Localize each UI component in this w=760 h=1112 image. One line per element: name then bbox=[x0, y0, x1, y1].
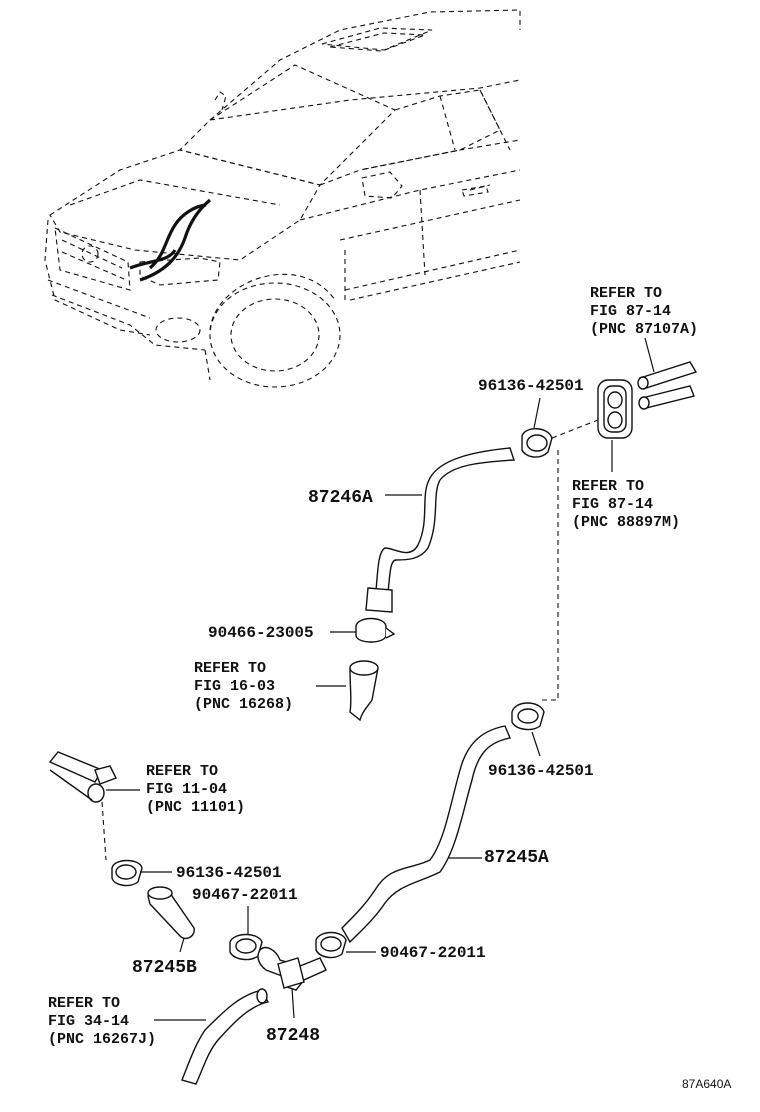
refer-line1: REFER TO bbox=[194, 660, 266, 677]
refer-fig-11-04: REFER TO FIG 11-04 (PNC 11101) bbox=[48, 751, 245, 861]
part-number-label: 87245A bbox=[484, 848, 549, 868]
hose-grommet bbox=[597, 379, 633, 439]
refer-line3: (PNC 87107A) bbox=[590, 321, 698, 338]
refer-line2: FIG 34-14 bbox=[48, 1013, 129, 1030]
refer-line2: FIG 87-14 bbox=[572, 496, 653, 513]
refer-fig-87-14-88897m: REFER TO FIG 87-14 (PNC 88897M) bbox=[572, 440, 680, 531]
clamp-90467-22011-right: 90467-22011 bbox=[315, 931, 486, 962]
clamp-90467-22011-left: 90467-22011 bbox=[192, 886, 298, 961]
clamp-90466-23005: 90466-23005 bbox=[208, 617, 396, 643]
refer-line2: FIG 11-04 bbox=[146, 781, 227, 798]
refer-line3: (PNC 16268) bbox=[194, 696, 293, 713]
hose-87245b: 87245B bbox=[132, 886, 197, 978]
part-number-label: 87245B bbox=[132, 958, 197, 978]
refer-line3: (PNC 11101) bbox=[146, 799, 245, 816]
connector-87248: 87248 bbox=[257, 946, 327, 1046]
refer-line1: REFER TO bbox=[590, 285, 662, 302]
part-number-label: 90466-23005 bbox=[208, 624, 314, 642]
refer-line1: REFER TO bbox=[572, 478, 644, 495]
clip-96136-42501-middle: 96136-42501 bbox=[488, 702, 594, 780]
hose-87246a: 87246A bbox=[308, 447, 515, 613]
vehicle-outline bbox=[44, 9, 521, 388]
diagram-code: 87A640A bbox=[682, 1077, 731, 1091]
part-number-label: 90467-22011 bbox=[380, 944, 486, 962]
part-number-label: 87248 bbox=[266, 1026, 320, 1046]
refer-line1: REFER TO bbox=[48, 995, 120, 1012]
refer-line1: REFER TO bbox=[146, 763, 218, 780]
refer-line3: (PNC 88897M) bbox=[572, 514, 680, 531]
connection-guide bbox=[540, 450, 559, 701]
clip-96136-42501-lower: 96136-42501 bbox=[111, 859, 282, 887]
refer-line2: FIG 87-14 bbox=[590, 303, 671, 320]
refer-fig-87-14-87107a: REFER TO FIG 87-14 (PNC 87107A) bbox=[590, 285, 698, 373]
refer-fig-34-14: REFER TO FIG 34-14 (PNC 16267J) bbox=[48, 988, 270, 1085]
hose-87245a: 87245A bbox=[341, 725, 549, 944]
part-number-label: 87246A bbox=[308, 488, 373, 508]
refer-line2: FIG 16-03 bbox=[194, 678, 275, 695]
part-number-label: 90467-22011 bbox=[192, 886, 298, 904]
part-number-label: 96136-42501 bbox=[478, 377, 584, 395]
refer-fig-16-03: REFER TO FIG 16-03 (PNC 16268) bbox=[194, 660, 379, 722]
part-number-label: 96136-42501 bbox=[488, 762, 594, 780]
refer-line3: (PNC 16267J) bbox=[48, 1031, 156, 1048]
clip-96136-42501-top: 96136-42501 bbox=[478, 377, 599, 458]
washer-nozzle-pipes bbox=[637, 361, 698, 410]
part-number-label: 96136-42501 bbox=[176, 864, 282, 882]
